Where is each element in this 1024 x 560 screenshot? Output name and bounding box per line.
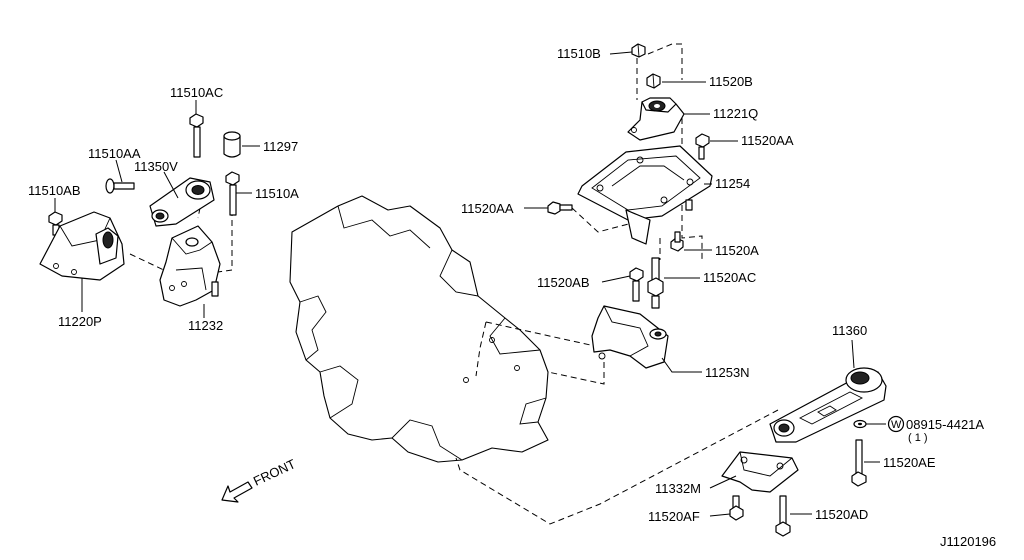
bolt-11520A xyxy=(670,231,684,252)
bracket-11332M xyxy=(721,451,799,493)
washer-marker: W xyxy=(887,415,905,433)
bolt-11520AA-top xyxy=(695,133,710,160)
label-11520AC: 11520AC xyxy=(703,270,756,285)
label-11510B: 11510B xyxy=(557,46,601,61)
washer-marker-letter: W xyxy=(891,419,902,431)
diagram-code: J1120196 xyxy=(940,534,996,549)
label-11510AC: 11510AC xyxy=(170,85,223,100)
bolt-11510A xyxy=(225,171,240,216)
leader-lines xyxy=(54,51,886,517)
bolt-11520AD xyxy=(775,495,791,537)
label-08915-4421A: 08915-4421A xyxy=(906,417,984,432)
bolt-11520AE xyxy=(851,439,867,487)
nut-11510B xyxy=(631,43,646,58)
label-11520AB: 11520AB xyxy=(537,275,590,290)
bolt-11520AA-left xyxy=(547,201,573,215)
insulator-11221Q xyxy=(627,97,685,141)
bolt-11520AB xyxy=(629,267,644,302)
label-11360: 11360 xyxy=(832,323,867,338)
label-11520A: 11520A xyxy=(715,243,759,258)
front-label: FRONT xyxy=(251,456,298,489)
label-11520AA-top: 11520AA xyxy=(741,133,794,148)
label-11297: 11297 xyxy=(263,139,298,154)
part-labels: 11510B 11520B 11221Q 11520AA 11254 11520… xyxy=(28,46,996,549)
bracket-11232 xyxy=(159,225,221,307)
label-11510AB: 11510AB xyxy=(28,183,81,198)
bolt-11510AC xyxy=(189,113,204,158)
torque-rod-11350V xyxy=(149,177,215,227)
nut-11520B xyxy=(646,73,661,89)
washer-08915 xyxy=(853,419,867,429)
label-11520AD: 11520AD xyxy=(815,507,868,522)
insulator-11220P xyxy=(39,211,125,281)
label-11520AA-left: 11520AA xyxy=(461,201,514,216)
bracket-11253N xyxy=(591,305,669,369)
spacer-11297 xyxy=(223,131,241,158)
bolt-11510AA xyxy=(105,178,135,194)
engine-block xyxy=(289,195,549,463)
label-11520B: 11520B xyxy=(709,74,753,89)
label-08915-qty: ( 1 ) xyxy=(908,432,928,444)
label-11520AF: 11520AF xyxy=(648,509,700,524)
label-11232: 11232 xyxy=(188,318,223,333)
label-11350V: 11350V xyxy=(134,159,178,174)
label-11510A: 11510A xyxy=(255,186,299,201)
label-11220P: 11220P xyxy=(58,314,102,329)
label-11510AA: 11510AA xyxy=(88,146,141,161)
bolt-11520AF xyxy=(729,495,744,521)
label-11221Q: 11221Q xyxy=(713,106,758,121)
label-11253N: 11253N xyxy=(705,365,750,380)
front-arrow-icon xyxy=(221,481,253,503)
label-11332M: 11332M xyxy=(655,481,701,496)
bracket-11254 xyxy=(577,145,713,245)
stud-11520AC xyxy=(647,257,664,309)
torque-rod-11360 xyxy=(769,367,887,443)
label-11254: 11254 xyxy=(715,176,750,191)
label-11520AE: 11520AE xyxy=(883,455,936,470)
